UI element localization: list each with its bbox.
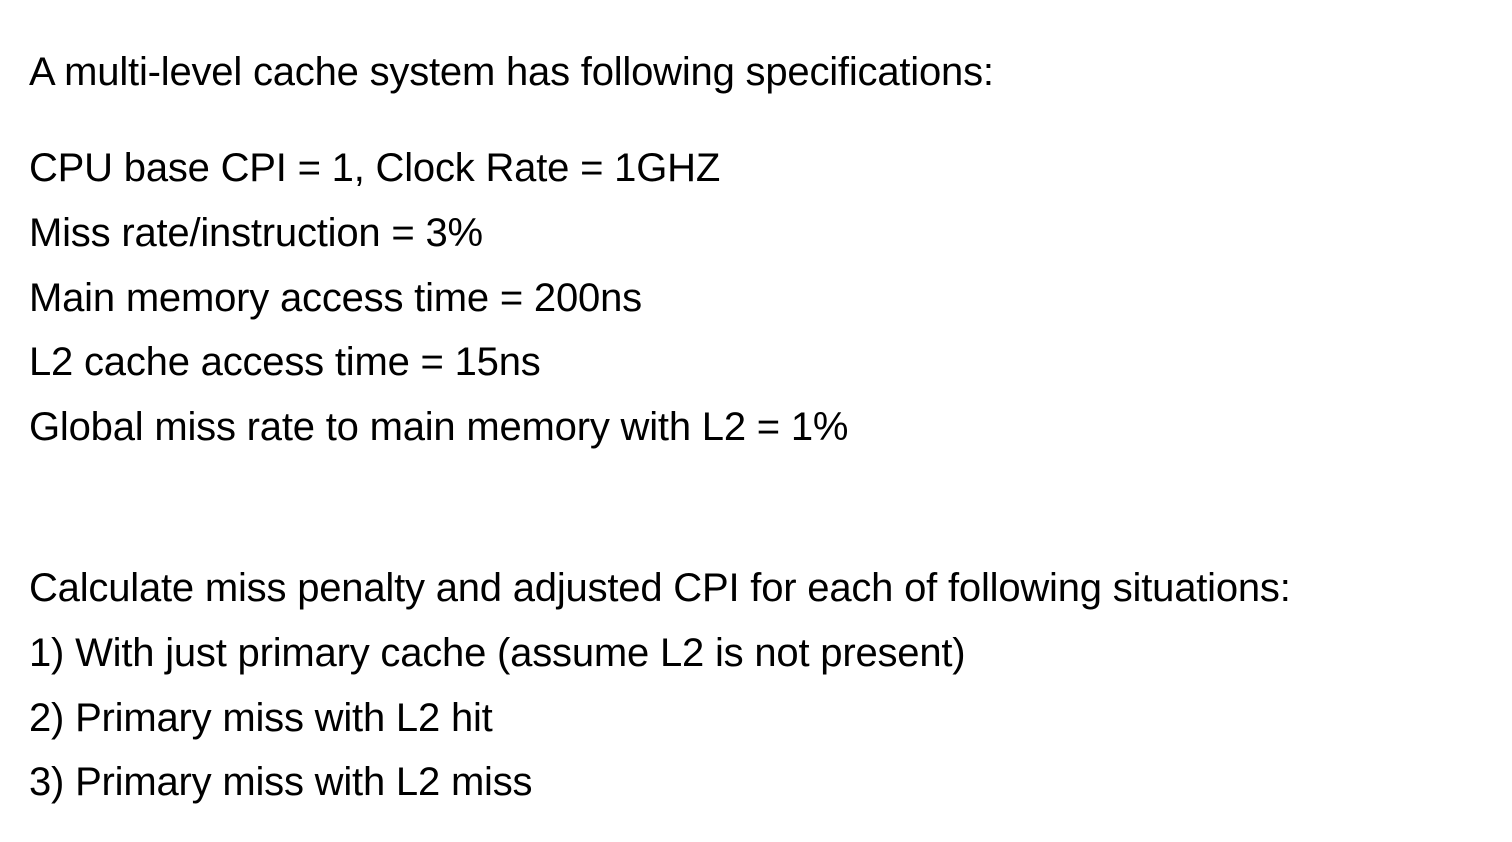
spec-line: Global miss rate to main memory with L2 … xyxy=(29,405,849,449)
spec-line: Main memory access time = 200ns xyxy=(29,276,642,320)
situation-item: 2) Primary miss with L2 hit xyxy=(29,696,493,740)
situation-item: 3) Primary miss with L2 miss xyxy=(29,760,533,804)
spec-line: L2 cache access time = 15ns xyxy=(29,340,541,384)
task-text: Calculate miss penalty and adjusted CPI … xyxy=(29,566,1291,610)
spec-line: CPU base CPI = 1, Clock Rate = 1GHZ xyxy=(29,146,721,190)
intro-text: A multi-level cache system has following… xyxy=(29,50,994,94)
situation-item: 1) With just primary cache (assume L2 is… xyxy=(29,631,966,675)
spec-line: Miss rate/instruction = 3% xyxy=(29,211,483,255)
